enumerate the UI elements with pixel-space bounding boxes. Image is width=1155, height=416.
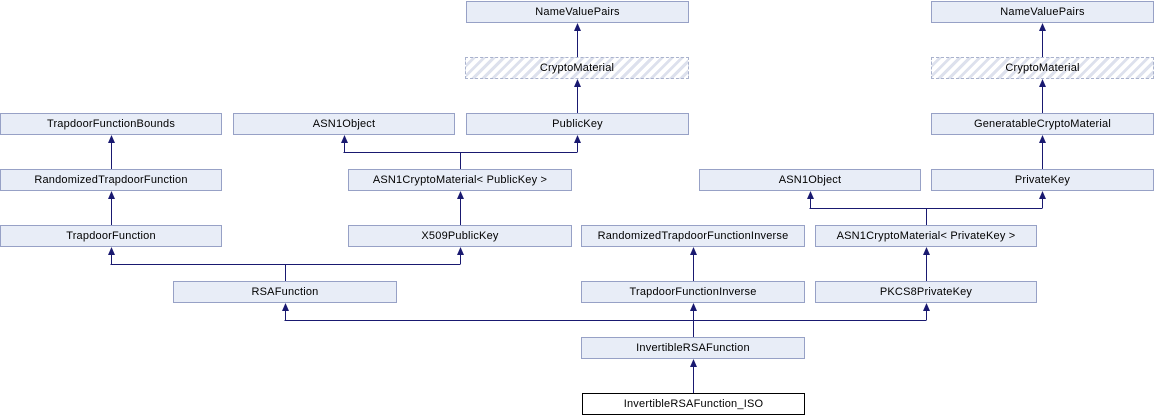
inheritance-arrowhead-icon: [690, 359, 697, 367]
class-node-trapdoor-function[interactable]: TrapdoorFunction: [0, 225, 222, 247]
inheritance-arrowhead-icon: [108, 191, 115, 199]
class-node-rsa-function[interactable]: RSAFunction: [173, 281, 397, 303]
class-node-randomized-trapdoor-function-inverse[interactable]: RandomizedTrapdoorFunctionInverse: [581, 225, 805, 247]
class-node-name-value-pairs-right[interactable]: NameValuePairs: [931, 1, 1154, 23]
inheritance-arrowhead-icon: [457, 247, 464, 255]
inheritance-arrowhead-icon: [574, 23, 581, 31]
inheritance-arrowhead-icon: [690, 247, 697, 255]
inheritance-arrowhead-icon: [108, 135, 115, 143]
inheritance-arrowhead-icon: [690, 303, 697, 311]
class-node-asn1-crypto-material-public-key[interactable]: ASN1CryptoMaterial< PublicKey >: [348, 169, 572, 191]
inheritance-arrowhead-icon: [574, 135, 581, 143]
inheritance-arrowhead-icon: [457, 191, 464, 199]
inheritance-arrowhead-icon: [807, 191, 814, 199]
inheritance-arrowhead-icon: [574, 79, 581, 87]
inheritance-arrowhead-icon: [1039, 191, 1046, 199]
class-node-asn1-crypto-material-private-key[interactable]: ASN1CryptoMaterial< PrivateKey >: [815, 225, 1037, 247]
inheritance-arrowhead-icon: [923, 247, 930, 255]
class-node-invertible-rsa-function-iso: InvertibleRSAFunction_ISO: [582, 393, 805, 415]
class-node-x509-public-key[interactable]: X509PublicKey: [348, 225, 572, 247]
class-node-asn1-object-right[interactable]: ASN1Object: [699, 169, 921, 191]
inheritance-arrowhead-icon: [923, 303, 930, 311]
inheritance-arrowhead-icon: [1039, 23, 1046, 31]
class-node-invertible-rsa-function[interactable]: InvertibleRSAFunction: [581, 337, 805, 359]
inheritance-arrowhead-icon: [341, 135, 348, 143]
class-node-trapdoor-function-bounds[interactable]: TrapdoorFunctionBounds: [0, 113, 222, 135]
class-node-crypto-material-left[interactable]: CryptoMaterial: [465, 57, 689, 79]
class-node-private-key[interactable]: PrivateKey: [931, 169, 1154, 191]
class-node-pkcs8-private-key[interactable]: PKCS8PrivateKey: [815, 281, 1037, 303]
class-node-name-value-pairs-left[interactable]: NameValuePairs: [466, 1, 689, 23]
class-node-generatable-crypto-material[interactable]: GeneratableCryptoMaterial: [931, 113, 1154, 135]
class-node-randomized-trapdoor-function[interactable]: RandomizedTrapdoorFunction: [0, 169, 222, 191]
class-node-public-key[interactable]: PublicKey: [466, 113, 689, 135]
inheritance-arrowhead-icon: [1039, 135, 1046, 143]
inheritance-arrowhead-icon: [108, 247, 115, 255]
class-node-trapdoor-function-inverse[interactable]: TrapdoorFunctionInverse: [581, 281, 805, 303]
class-node-asn1-object-left[interactable]: ASN1Object: [233, 113, 455, 135]
class-node-crypto-material-right[interactable]: CryptoMaterial: [931, 57, 1154, 79]
inheritance-arrowhead-icon: [1039, 79, 1046, 87]
inheritance-arrowhead-icon: [282, 303, 289, 311]
